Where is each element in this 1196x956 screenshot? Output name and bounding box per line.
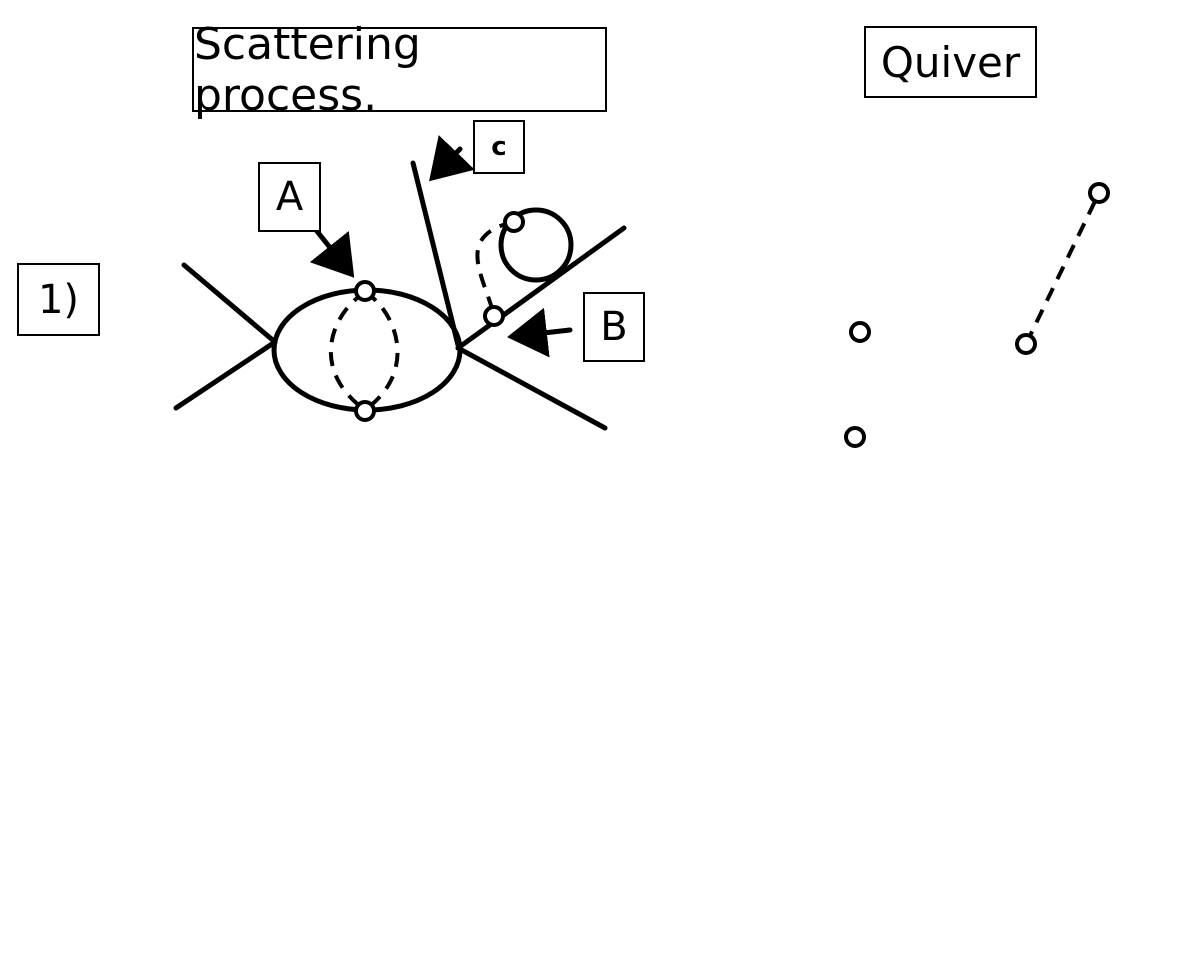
node-top	[354, 280, 376, 302]
label-a: A	[258, 162, 321, 232]
quiver-node-4	[1088, 182, 1110, 204]
quiver-title: Quiver	[864, 26, 1037, 98]
tadpole-circle	[498, 207, 574, 283]
incoming-line-lower	[173, 339, 278, 411]
dashed-loop-right	[363, 290, 400, 412]
node-tadpole-bottom	[483, 305, 505, 327]
node-tadpole-top	[503, 211, 525, 233]
loop-ellipse	[271, 287, 463, 413]
outgoing-line-lower	[455, 345, 608, 431]
label-c: c	[473, 120, 525, 174]
arrow-b	[507, 307, 573, 358]
quiver-diagram	[844, 182, 1110, 448]
arrow-c	[429, 135, 475, 182]
tadpole-dashed-link	[475, 220, 514, 313]
scattering-diagram	[173, 135, 627, 431]
scattering-title: Scattering process.	[192, 19, 607, 121]
incoming-line-upper	[181, 262, 278, 345]
row-label: 1)	[17, 263, 100, 336]
quiver-node-2	[844, 426, 866, 448]
quiver-node-1	[849, 321, 871, 343]
quiver-dashed-edge	[1024, 192, 1101, 345]
node-bottom	[354, 400, 376, 422]
quiver-node-3	[1015, 333, 1037, 355]
outgoing-line-c	[410, 160, 461, 348]
label-b: B	[583, 292, 645, 362]
arrow-a	[309, 227, 355, 278]
outgoing-line-upper	[455, 225, 627, 351]
dashed-loop-left	[328, 290, 367, 412]
